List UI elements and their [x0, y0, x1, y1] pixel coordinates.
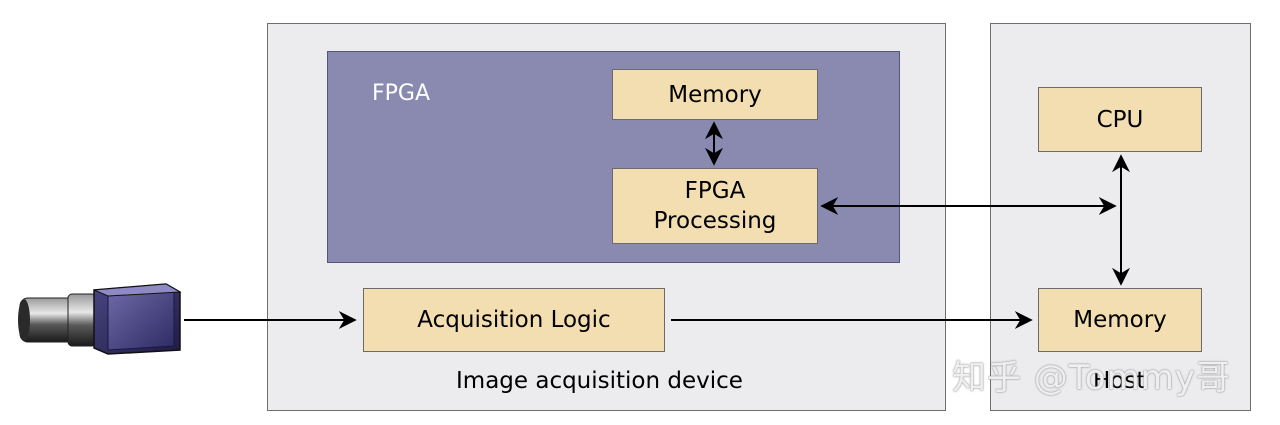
- fpga-processing-label-line2: Processing: [653, 208, 777, 234]
- acquisition-logic-label: Acquisition Logic: [417, 307, 611, 333]
- host-memory-label: Memory: [1073, 307, 1167, 333]
- cpu-block: CPU: [1038, 87, 1202, 152]
- watermark-text: 知乎 @Tommy哥: [952, 358, 1231, 398]
- acquisition-logic-block: Acquisition Logic: [363, 288, 665, 352]
- fpga-processing-label-line1: FPGA: [684, 178, 746, 204]
- image-acquisition-device-label: Image acquisition device: [456, 368, 743, 394]
- host-label: Host: [1093, 368, 1146, 394]
- industrial-camera-icon: [18, 283, 182, 355]
- fpga-label: FPGA: [372, 81, 431, 106]
- cpu-label: CPU: [1096, 106, 1144, 133]
- host-memory-block: Memory: [1038, 288, 1202, 352]
- fpga-memory-label: Memory: [668, 81, 762, 108]
- fpga-memory-block: Memory: [612, 69, 818, 120]
- fpga-processing-block: FPGA Processing: [612, 168, 818, 244]
